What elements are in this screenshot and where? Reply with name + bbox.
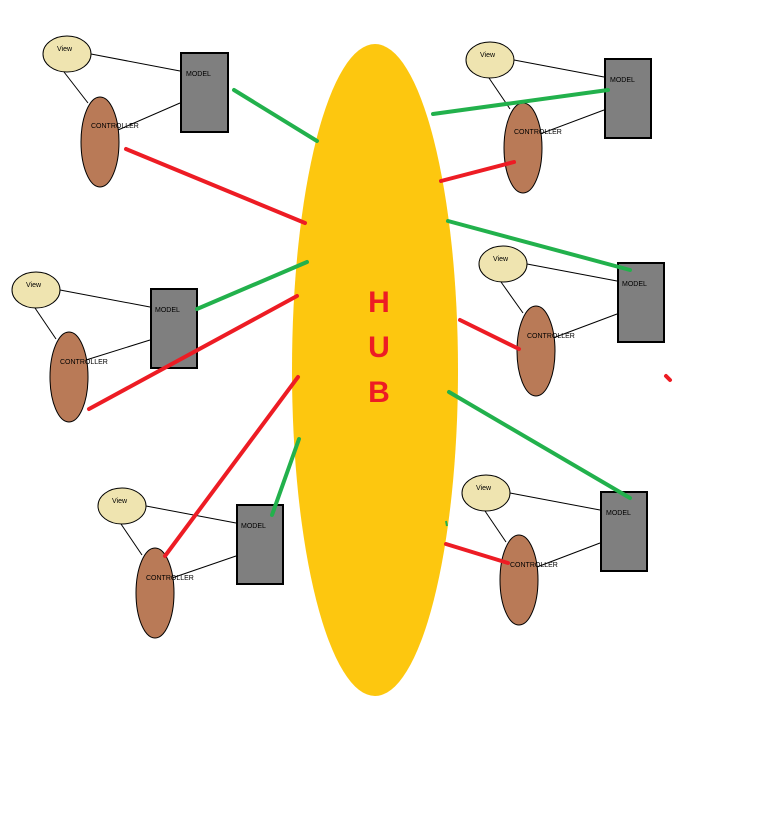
green-links — [195, 88, 632, 517]
view-controller-connector — [484, 510, 507, 543]
model-label: MODEL — [606, 510, 631, 517]
cluster-middle-left: View MODEL CONTROLLER — [11, 271, 198, 423]
view-node — [461, 474, 511, 512]
controller-label: CONTROLLER — [527, 333, 575, 340]
model-label: MODEL — [622, 281, 647, 288]
controller-label: CONTROLLER — [514, 129, 562, 136]
view-label: View — [57, 46, 73, 53]
red-link-top-right — [439, 160, 516, 183]
model-label: MODEL — [155, 307, 180, 314]
controller-label: CONTROLLER — [146, 575, 194, 582]
view-node — [478, 245, 528, 283]
model-label: MODEL — [241, 523, 266, 530]
view-controller-connector — [500, 281, 524, 314]
controller-node — [516, 305, 556, 397]
model-node — [604, 58, 652, 139]
model-node — [236, 504, 284, 585]
view-model-connector — [90, 53, 181, 72]
green-link-top-right — [431, 88, 610, 116]
controller-label: CONTROLLER — [510, 562, 558, 569]
model-node — [600, 491, 648, 572]
hub-letter-h: H — [368, 286, 390, 319]
model-label: MODEL — [610, 77, 635, 84]
red-link-middle-left — [87, 294, 299, 411]
view-model-connector — [145, 505, 237, 524]
controller-model-connector — [536, 542, 601, 568]
cluster-middle-right: View MODEL CONTROLLER — [478, 245, 665, 397]
hub-ellipse — [292, 44, 458, 696]
controller-label: CONTROLLER — [60, 359, 108, 366]
view-node — [465, 41, 515, 79]
red-link-middle-right — [458, 318, 521, 351]
model-node — [180, 52, 229, 133]
red-link-bottom-right — [444, 542, 510, 565]
view-node — [11, 271, 61, 309]
hub-letter-b: B — [368, 376, 390, 409]
view-model-connector — [513, 59, 605, 78]
view-controller-connector — [63, 71, 89, 104]
cluster-bottom-left: View MODEL CONTROLLER — [97, 487, 284, 639]
view-label: View — [480, 52, 496, 59]
view-node — [97, 487, 147, 525]
view-label: View — [112, 498, 128, 505]
green-link-bottom-left — [270, 437, 301, 517]
view-controller-connector — [34, 307, 57, 340]
controller-node — [135, 547, 175, 639]
green-link-bottom-right — [447, 390, 632, 500]
green-link-top-left — [232, 88, 319, 143]
controller-model-connector — [85, 339, 151, 361]
view-label: View — [476, 485, 492, 492]
controller-model-connector — [552, 313, 618, 339]
controller-label: CONTROLLER — [91, 123, 139, 130]
controller-model-connector — [171, 555, 237, 579]
cluster-top-right: View MODEL CONTROLLER — [465, 41, 652, 194]
green-stray-mark — [445, 520, 448, 527]
controller-node — [499, 534, 539, 626]
red-link-top-left — [124, 147, 307, 225]
hub-letter-u: U — [368, 331, 390, 364]
model-label: MODEL — [186, 71, 211, 78]
controller-node — [80, 96, 120, 188]
cluster-bottom-right: View MODEL CONTROLLER — [461, 474, 648, 626]
view-model-connector — [59, 289, 151, 308]
view-model-connector — [509, 492, 601, 511]
cluster-top-left: View MODEL CONTROLLER — [42, 35, 229, 188]
controller-node — [503, 102, 543, 194]
view-node — [42, 35, 92, 73]
red-links — [87, 147, 672, 565]
red-link-bottom-left — [163, 375, 300, 558]
controller-model-connector — [539, 109, 605, 135]
controller-node — [49, 331, 89, 423]
view-model-connector — [526, 263, 618, 282]
red-stray-mark — [664, 374, 672, 382]
controller-model-connector — [117, 102, 181, 131]
view-label: View — [493, 256, 509, 263]
model-node — [617, 262, 665, 343]
green-link-middle-right — [446, 219, 632, 272]
view-controller-connector — [120, 523, 143, 556]
green-link-middle-left — [195, 260, 309, 311]
view-label: View — [26, 282, 42, 289]
